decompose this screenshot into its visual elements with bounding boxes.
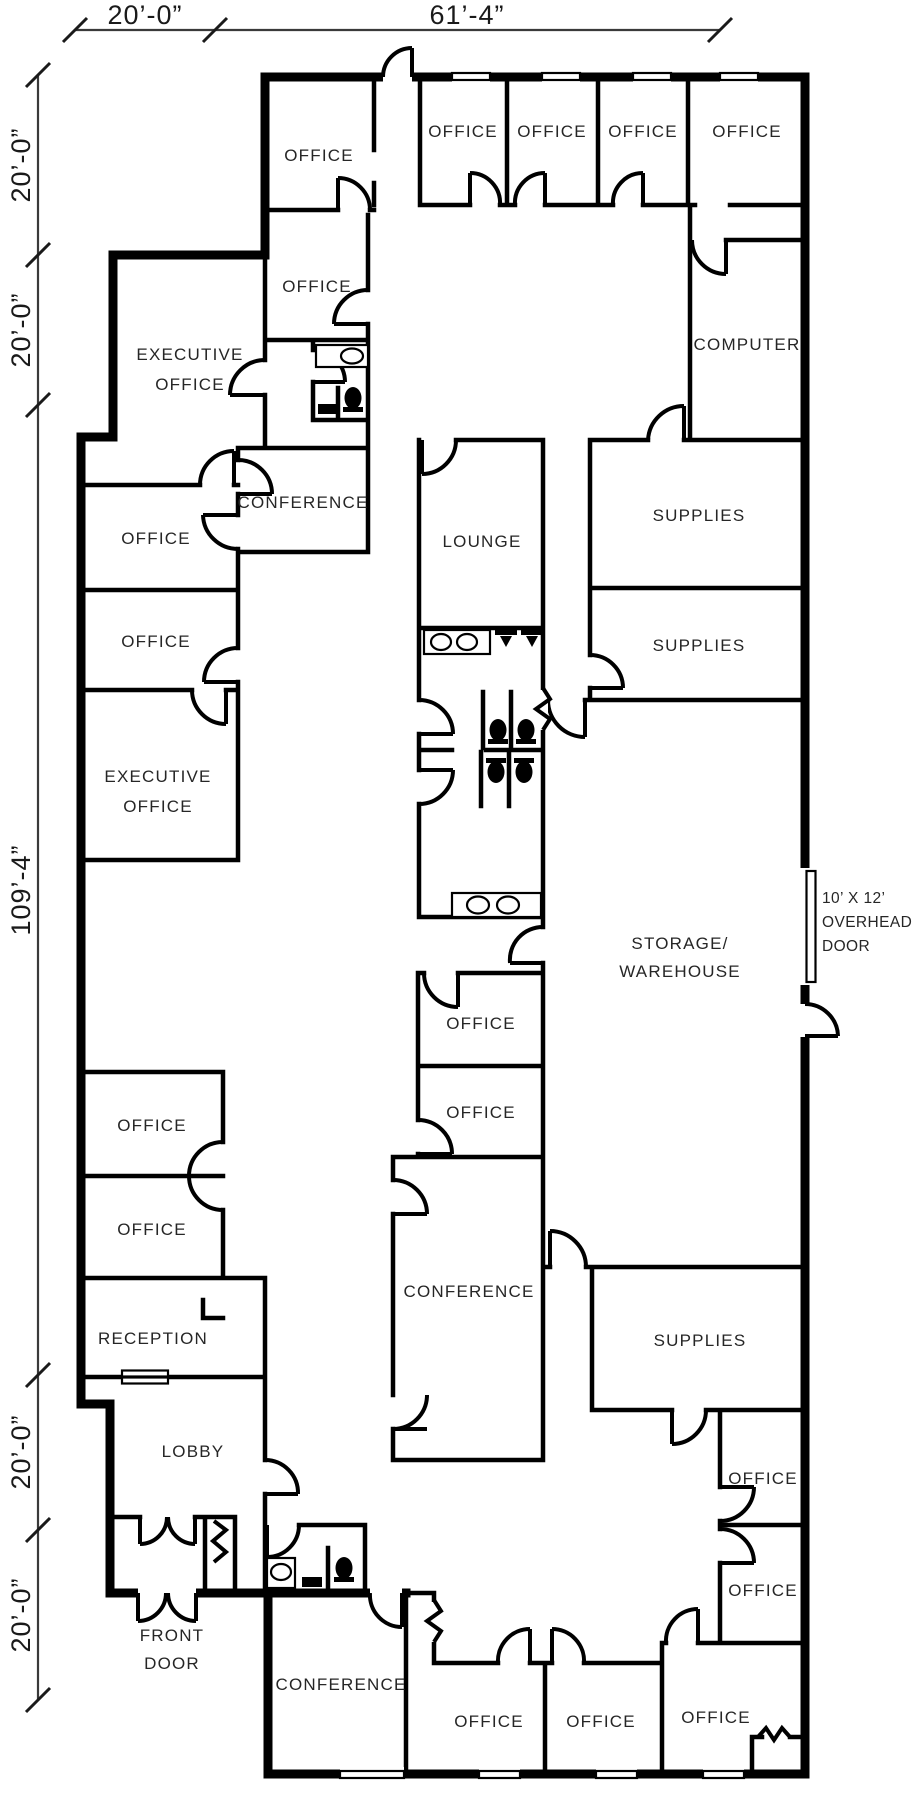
window-icon	[594, 1769, 639, 1780]
label-overhead-door-1: 10’ X 12’	[822, 890, 885, 907]
room-label-exec-lower-2: OFFICE	[123, 797, 193, 816]
shelf-icon	[302, 1577, 322, 1587]
room-label-exec-lower-1: EXECUTIVE	[104, 767, 211, 786]
urinal-icon	[495, 630, 517, 647]
dim-left-4: 20’-0”	[6, 1414, 36, 1489]
room-label-lobby: LOBBY	[162, 1442, 225, 1461]
sink-icon	[465, 895, 491, 915]
room-label-office-top-3: OFFICE	[608, 122, 678, 141]
toilet-icon	[516, 719, 536, 744]
toilet-icon	[488, 719, 508, 744]
urinal-icon	[521, 630, 543, 647]
dim-left-3: 109’-4”	[6, 844, 36, 935]
door-swing-arcs	[136, 46, 840, 1664]
room-label-supplies-3: SUPPLIES	[654, 1331, 747, 1350]
toilet-icon	[514, 758, 534, 783]
room-label-office-bottom-3: OFFICE	[681, 1708, 751, 1727]
room-labels: OFFICE OFFICE OFFICE OFFICE OFFICE COMPU…	[98, 122, 912, 1731]
room-label-storage-2: WAREHOUSE	[619, 962, 741, 981]
sink-icon	[339, 347, 365, 365]
window-icon	[120, 1369, 170, 1378]
room-label-office-top-2: OFFICE	[517, 122, 587, 141]
accordion-door-icon	[209, 1519, 230, 1564]
sink-icon	[495, 895, 521, 915]
sink-icon	[429, 632, 453, 652]
overhead-door-leaf	[805, 869, 817, 984]
label-overhead-door-2: OVERHEAD	[822, 914, 912, 931]
interior-walls	[78, 74, 808, 1777]
label-front-door-2: DOOR	[144, 1654, 200, 1673]
room-label-office-right-1: OFFICE	[728, 1469, 798, 1488]
dim-top-2: 61’-4”	[429, 0, 504, 30]
room-label-office-top-1: OFFICE	[428, 122, 498, 141]
window-symbols	[120, 71, 817, 1780]
dim-left-5: 20’-0”	[6, 1577, 36, 1652]
room-label-office-mid-2: OFFICE	[446, 1103, 516, 1122]
shelf-icon	[318, 404, 336, 414]
room-label-conference-upper: CONFERENCE	[237, 493, 368, 512]
toilet-icon	[334, 1557, 354, 1582]
room-label-office-upper-mid: OFFICE	[282, 277, 352, 296]
room-label-office-left-4: OFFICE	[117, 1220, 187, 1239]
wall-openings	[138, 70, 812, 1781]
room-label-office-bottom-1: OFFICE	[454, 1712, 524, 1731]
sink-icon	[455, 632, 479, 652]
restroom-fixtures	[265, 343, 543, 1590]
room-label-conference-bottom: CONFERENCE	[275, 1675, 406, 1694]
room-label-exec-upper-1: EXECUTIVE	[136, 345, 243, 364]
room-label-office-bottom-2: OFFICE	[566, 1712, 636, 1731]
toilet-icon	[486, 758, 506, 783]
room-label-storage-1: STORAGE/	[631, 934, 728, 953]
room-label-reception: RECEPTION	[98, 1329, 208, 1348]
room-label-exec-upper-2: OFFICE	[155, 375, 225, 394]
dim-left-1: 20’-0”	[6, 127, 36, 202]
room-label-lounge: LOUNGE	[443, 532, 522, 551]
window-icon	[718, 71, 760, 82]
room-label-office-left-3: OFFICE	[117, 1116, 187, 1135]
exterior-walls	[76, 72, 810, 1779]
room-label-supplies-2: SUPPLIES	[653, 636, 746, 655]
label-front-door-1: FRONT	[140, 1626, 205, 1645]
room-label-conference-mid: CONFERENCE	[403, 1282, 534, 1301]
dim-top-1: 20’-0”	[107, 0, 182, 30]
window-icon	[631, 71, 673, 82]
toilet-icon	[343, 387, 363, 412]
window-icon	[477, 1769, 522, 1780]
dim-left-2: 20’-0”	[6, 292, 36, 367]
room-label-computer: COMPUTER	[694, 335, 801, 354]
window-icon	[701, 1769, 746, 1780]
label-overhead-door-3: DOOR	[822, 938, 870, 955]
wall-break-symbols	[209, 686, 792, 1744]
room-label-office-top-4: OFFICE	[712, 122, 782, 141]
window-icon	[450, 71, 492, 82]
window-icon	[338, 1769, 406, 1780]
dimension-lines: 20’-0” 61’-4” 20’-0” 20’-0” 109’-4” 20’-…	[6, 0, 734, 1714]
window-icon	[540, 71, 582, 82]
room-label-office-top-left: OFFICE	[284, 146, 354, 165]
window-icon	[120, 1376, 170, 1385]
room-label-office-left-1: OFFICE	[121, 529, 191, 548]
room-label-supplies-1: SUPPLIES	[653, 506, 746, 525]
sink-icon	[269, 1562, 293, 1582]
room-label-office-mid-1: OFFICE	[446, 1014, 516, 1033]
room-label-office-right-2: OFFICE	[728, 1581, 798, 1600]
room-label-office-left-2: OFFICE	[121, 632, 191, 651]
